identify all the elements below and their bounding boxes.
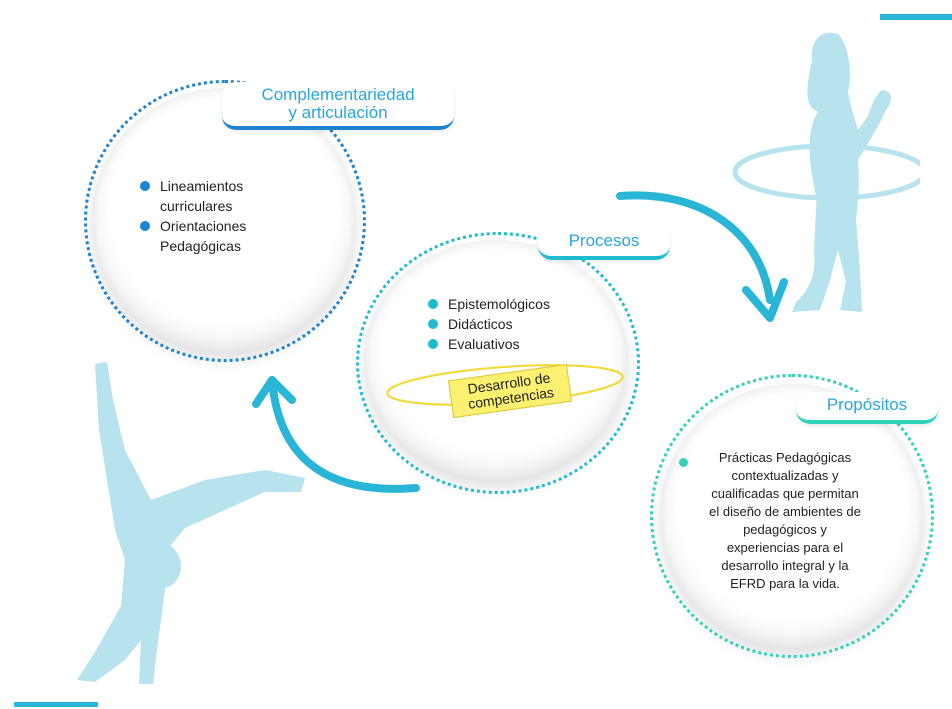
hula-hoop-girl-silhouette-icon [732,32,920,313]
arrow-procesos-to-complementariedad [268,376,420,493]
list-item-label: Orientaciones Pedagógicas [160,218,247,254]
list-item: Didácticos [428,314,578,334]
bullet-dot-icon [428,319,438,329]
ring-complementariedad [84,80,366,362]
procesos-list: Epistemológicos Didácticos Evaluativos [428,294,578,354]
bullet-dot-icon [428,339,438,349]
propositos-line: EFRD para la vida. [730,576,840,591]
complementariedad-title-line1: Complementariedad [261,85,415,104]
list-item: Lineamientos curriculares [140,176,290,216]
list-item-label: Epistemológicos [448,296,550,312]
list-item: Orientaciones Pedagógicas [140,216,290,256]
bullet-dot-icon [140,181,150,191]
list-item: Epistemológicos [428,294,578,314]
propositos-line: pedagógicos y [743,522,827,537]
propositos-line: el diseño de ambientes de [709,504,861,519]
list-item: Evaluativos [428,334,578,354]
ring-propositos [650,374,934,658]
arrow-procesos-to-propositos [616,191,774,304]
propositos-title: Propósitos [826,395,908,414]
top-right-bar [880,14,952,20]
bullet-dot-icon [428,299,438,309]
list-item-label: Evaluativos [448,336,520,352]
propositos-line: contextualizadas y [731,468,839,483]
bullet-dot-icon [679,458,688,467]
bullet-dot-icon [140,221,150,231]
list-item-label: Didácticos [448,316,513,332]
propositos-line: Prácticas Pedagógicas [718,450,852,465]
list-item-label: Lineamientos curriculares [160,178,244,214]
propositos-line: cualificadas que permitan [711,486,859,501]
complementariedad-list: Lineamientos curriculares Orientaciones … [140,176,290,256]
bottom-left-bar [14,702,98,707]
tab-procesos: Procesos [538,228,670,260]
propositos-text: Prácticas Pedagógicas contextualizadas y… [680,449,890,593]
propositos-line: desarrollo integral y la [721,558,849,573]
arrow-head-right [742,278,788,322]
arrow-head-left [252,376,296,408]
procesos-title: Procesos [568,231,640,250]
propositos-line: experiencias para el [726,540,844,555]
cartwheel-silhouette-icon [77,362,305,684]
tab-complementariedad: Complementariedad y articulación [222,82,454,130]
tab-propositos: Propósitos [796,392,938,424]
complementariedad-title-line2: y articulación [288,103,388,122]
ring-procesos [356,232,640,494]
